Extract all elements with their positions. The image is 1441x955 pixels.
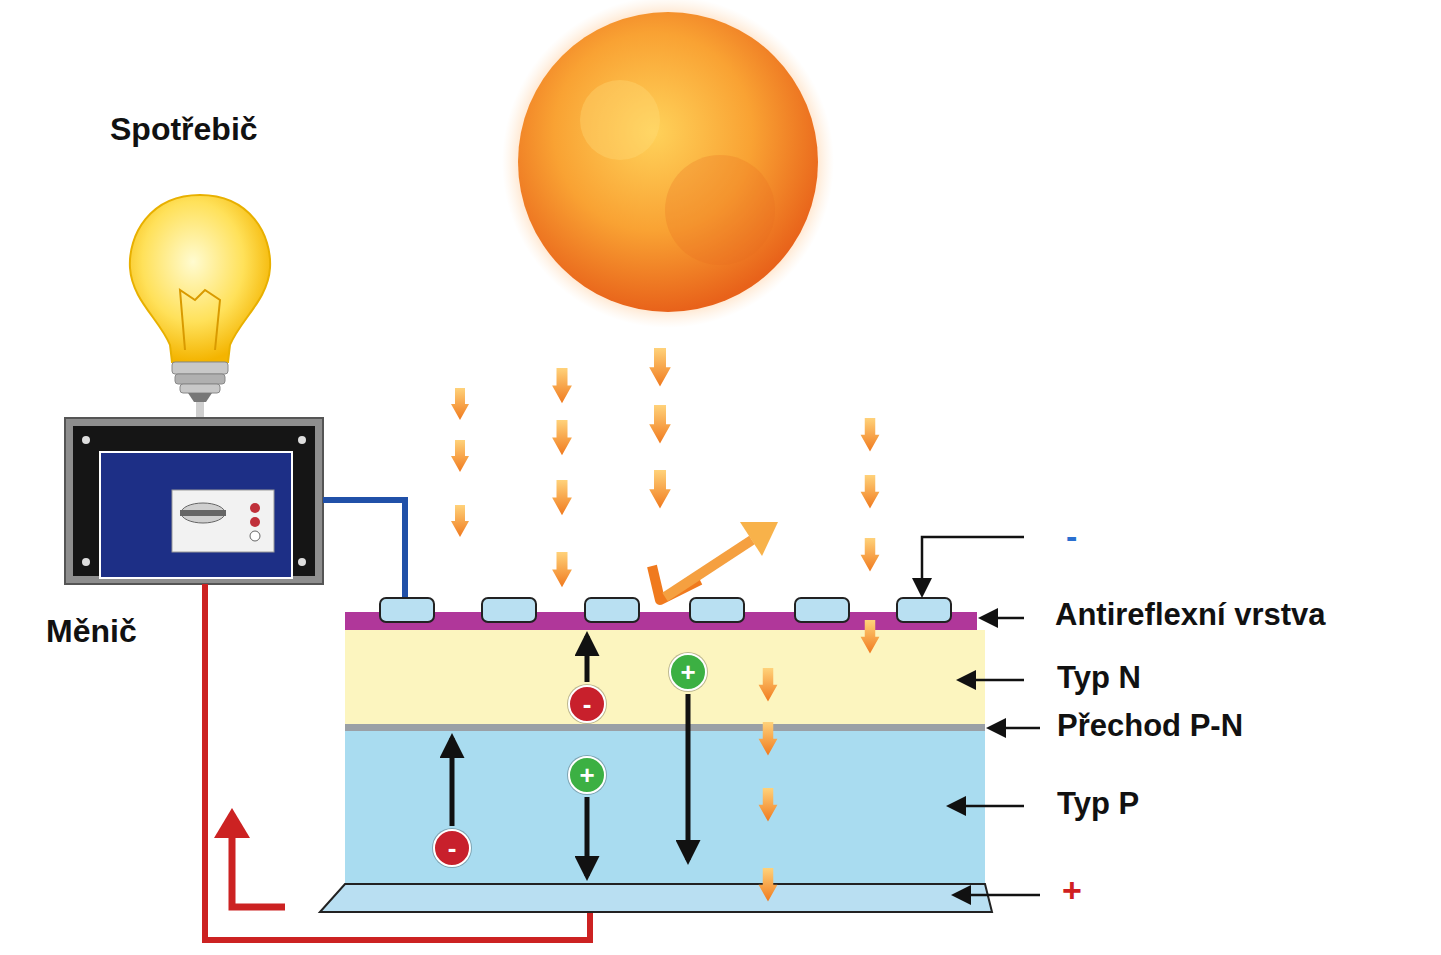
electron-carrier: -: [433, 829, 471, 867]
pn-junction: [345, 724, 985, 731]
current-arrow: [232, 835, 285, 907]
front-contact: [380, 598, 434, 622]
light-ray: [861, 475, 880, 509]
light-ray: [649, 405, 671, 443]
hole-carrier: +: [669, 653, 707, 691]
back-contact: [320, 884, 992, 912]
light-ray: [649, 470, 671, 508]
negative-wire: [323, 500, 405, 600]
inverter-label: Měnič: [46, 614, 137, 649]
sun: [518, 12, 818, 312]
light-ray: [759, 868, 778, 902]
p-layer: [345, 730, 985, 885]
positive-terminal-label: +: [1062, 872, 1082, 909]
light-ray: [451, 388, 469, 420]
electron-carrier: -: [568, 685, 606, 723]
light-ray: [451, 440, 469, 472]
carrier-sign: +: [579, 762, 594, 788]
layer-label: Antireflexní vrstva: [1055, 598, 1326, 632]
front-contact: [482, 598, 536, 622]
light-ray: [759, 722, 778, 756]
light-rays: [451, 348, 879, 902]
inverter-box: [65, 418, 323, 584]
layer-label: Typ N: [1057, 661, 1141, 695]
light-ray: [552, 480, 572, 515]
carrier-sign: +: [680, 659, 695, 685]
light-ray: [451, 505, 469, 537]
light-ray: [861, 620, 880, 654]
light-ray: [552, 368, 572, 403]
n-layer: [345, 630, 985, 726]
carrier-sign: -: [448, 835, 457, 861]
light-ray: [861, 538, 880, 572]
consumer-label: Spotřebič: [110, 112, 258, 147]
sun-glow: [502, 0, 834, 328]
front-contact: [897, 598, 951, 622]
layer-label: Typ P: [1057, 787, 1139, 821]
light-ray: [552, 552, 572, 587]
light-ray: [861, 418, 880, 452]
light-ray: [759, 668, 778, 702]
light-ray: [552, 420, 572, 455]
antireflective-layer: [345, 612, 977, 630]
negative-terminal-label: -: [1066, 518, 1077, 555]
front-contact: [690, 598, 744, 622]
layer-label: Přechod P-N: [1057, 709, 1243, 743]
carrier-sign: -: [583, 691, 592, 717]
front-contact: [795, 598, 849, 622]
leader-lines: [922, 537, 1040, 895]
front-contact: [585, 598, 639, 622]
light-ray: [759, 788, 778, 822]
light-ray: [649, 348, 671, 386]
hole-carrier: +: [568, 756, 606, 794]
light-bulb: [130, 195, 270, 418]
